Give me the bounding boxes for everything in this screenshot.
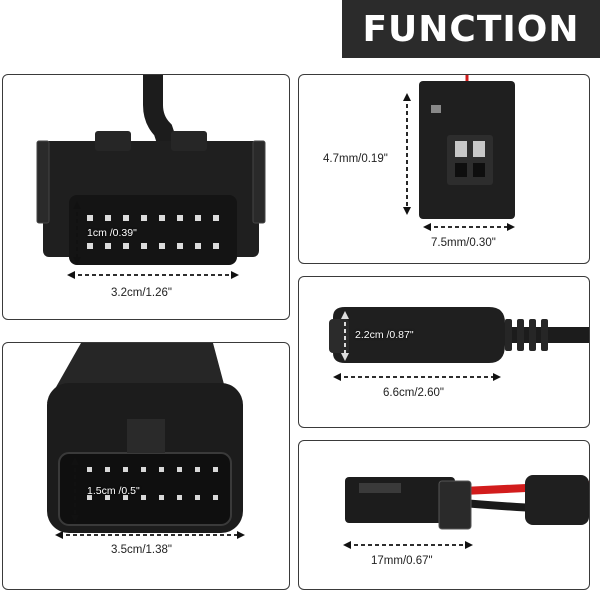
obd-male-illustration (47, 343, 245, 539)
small-plug-panel: 4.7mm/0.19" 7.5mm/0.30" (298, 74, 590, 264)
flat-plug-illustration (343, 475, 589, 549)
round-plug-panel: 2.2cm /0.87" 6.6cm/2.60" (298, 276, 590, 428)
obd-male-panel: 1.5cm /0.5" 3.5cm/1.38" (2, 342, 290, 590)
flat-plug-panel: 17mm/0.67" (298, 440, 590, 590)
faint-top-text (10, 0, 330, 8)
obd-female-height-label: 1cm /0.39" (87, 227, 137, 239)
round-plug-illustration (329, 307, 589, 381)
obd-male-height-label: 1.5cm /0.5" (87, 485, 140, 497)
obd-female-panel: 1cm /0.39" 3.2cm/1.26" (2, 74, 290, 320)
round-plug-width-label: 6.6cm/2.60" (383, 387, 444, 399)
round-plug-height-label: 2.2cm /0.87" (355, 329, 414, 341)
small-plug-width-label: 7.5mm/0.30" (431, 237, 496, 249)
small-plug-height-label: 4.7mm/0.19" (323, 153, 388, 165)
obd-female-width-label: 3.2cm/1.26" (111, 287, 172, 299)
small-plug-illustration (403, 75, 515, 231)
function-banner: FUNCTION (342, 0, 600, 58)
flat-plug-width-label: 17mm/0.67" (371, 555, 433, 567)
obd-male-width-label: 3.5cm/1.38" (111, 544, 172, 556)
banner-title: FUNCTION (362, 8, 580, 50)
obd-female-illustration (36, 75, 266, 279)
